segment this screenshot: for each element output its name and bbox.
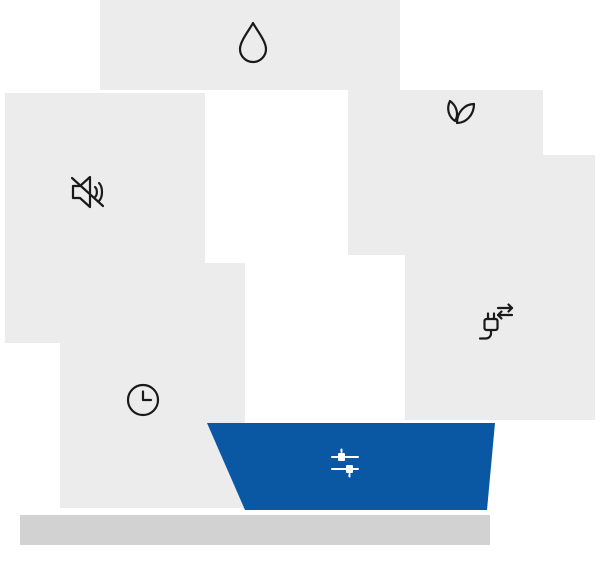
base-bar: [20, 515, 490, 545]
leaves-eco-icon: [447, 99, 476, 125]
speaker-mute-icon: [70, 175, 105, 209]
option-tile-water[interactable]: [100, 0, 400, 90]
option-tile-delay[interactable]: [60, 263, 245, 508]
clock-icon: [126, 383, 160, 417]
settings-active-panel[interactable]: [207, 423, 495, 510]
option-tile-power[interactable]: [405, 155, 595, 420]
plug-swap-icon: [478, 303, 514, 340]
water-drop-icon: [238, 21, 268, 64]
sliders-settings-icon: [331, 448, 359, 478]
